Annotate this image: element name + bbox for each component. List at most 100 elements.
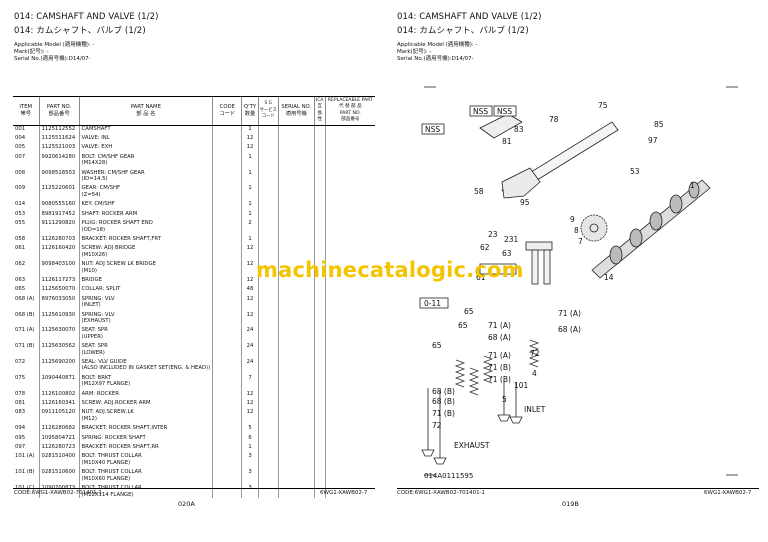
cell-ica — [313, 333, 326, 341]
label-95: 95 — [520, 198, 530, 207]
table-row: (M12X97 FLANGE) — [13, 381, 375, 388]
cell-code — [212, 191, 242, 199]
cell-replaceable — [324, 283, 375, 293]
diagram-serial-number: Serial No.(適用号機):D14/07- — [397, 56, 474, 62]
cell-part-no: 1125650070 — [38, 283, 80, 293]
cell-part-name: BOLT: THRUST COLLAR — [78, 450, 213, 460]
cell-serial — [277, 283, 315, 293]
cell-part-no: 1126280682 — [38, 422, 80, 432]
label-71b-1: 71 (B) — [488, 363, 511, 372]
cell-qty — [241, 475, 259, 483]
cell-part-no: 9098403100 — [38, 258, 80, 268]
parts-table: ITEM 帯号 PART NO. 部品番号 PART NAME 部 品 名 CO… — [13, 96, 375, 498]
cell-qty: 1 — [241, 150, 259, 161]
cell-sg — [257, 198, 279, 208]
cell-qty: 12 — [241, 141, 259, 151]
cell-qty: 12 — [241, 397, 259, 407]
cell-sg — [257, 141, 279, 151]
cell-part-name: BRACKET: ROCKER SHAFT,INTER — [78, 422, 213, 432]
cell-qty — [241, 491, 259, 498]
cell-ica — [313, 415, 326, 423]
cell-serial — [277, 397, 315, 407]
cam-lobe — [688, 181, 700, 199]
cell-replaceable — [324, 207, 375, 218]
cell-part-name: (OD=18) — [78, 226, 213, 233]
cell-sg — [257, 431, 279, 442]
cell-part-no — [38, 302, 80, 309]
cell-ica — [313, 226, 326, 233]
table-row: (M14X28) — [13, 160, 375, 167]
cell-replaceable — [324, 349, 375, 356]
label-5: 5 — [502, 395, 507, 404]
cell-serial — [277, 160, 315, 167]
cell-part-no: 0911105120 — [38, 406, 80, 416]
cell-part-name: BRACKET: ROCKER SHAFT,FRT — [78, 232, 213, 243]
cell-replaceable — [324, 371, 375, 382]
cell-code — [212, 207, 242, 218]
cell-qty: 12 — [241, 292, 259, 303]
cell-qty: 24 — [241, 324, 259, 334]
label-7: 7 — [578, 237, 583, 246]
cell-part-name: (M10X26) — [78, 251, 213, 259]
footer-rule — [13, 488, 375, 489]
valve-spring-drawing — [454, 359, 466, 388]
cell-item: 008 — [15, 169, 26, 176]
cell-replaceable — [324, 422, 375, 432]
cell-replaceable — [324, 176, 375, 183]
cell-item: 068 (B) — [15, 311, 35, 318]
cell-code — [212, 406, 242, 416]
cell-code — [212, 466, 242, 476]
cell-ica — [313, 308, 326, 318]
cell-qty — [241, 381, 259, 388]
cell-qty: 48 — [241, 283, 259, 293]
cell-serial — [277, 267, 315, 274]
cell-part-no: 1090440871 — [38, 371, 80, 382]
cell-part-name: SPRING: VLV — [78, 292, 213, 303]
cell-ica — [313, 191, 326, 199]
cell-code — [212, 198, 242, 208]
label-68a-1: 68 (A) — [488, 333, 511, 342]
table-row: (M10X60 FLANGE) — [13, 475, 375, 483]
cell-sg — [257, 349, 279, 356]
diagram-page-number: 019B — [562, 500, 579, 508]
label-71b-3: 71 (B) — [432, 409, 455, 418]
exhaust-valve-head — [421, 449, 435, 457]
cell-item: 009 — [15, 185, 26, 192]
cell-replaceable — [324, 258, 375, 268]
cell-qty — [241, 302, 259, 309]
cell-code — [212, 387, 242, 398]
cell-code — [212, 324, 242, 334]
valve-stem-drawing — [531, 249, 539, 285]
cell-code — [212, 381, 242, 388]
table-row: (M10X26) — [13, 251, 375, 259]
cell-item: 097 — [15, 444, 26, 451]
label-72-b: 72 — [432, 421, 442, 430]
cell-item: 075 — [15, 374, 26, 381]
cell-part-no: 1125521003 — [38, 141, 80, 151]
cell-serial — [277, 415, 315, 423]
cell-replaceable — [324, 381, 375, 388]
cell-replaceable — [324, 356, 375, 366]
header-part-no: PART NO. 部品番号 — [38, 96, 80, 126]
cell-sg — [257, 406, 279, 416]
label-68a-2: 68 (A) — [558, 325, 581, 334]
label-63: 63 — [502, 249, 512, 258]
callout-box — [479, 263, 517, 275]
cell-part-no — [38, 267, 80, 274]
header-code: CODE コード — [212, 96, 242, 126]
cell-part-name: SHAFT: ROCKER ARM — [78, 207, 213, 218]
cell-part-name: ARM: ROCKER — [78, 387, 213, 398]
cell-part-name: NUT: ADJ SCREW LK BRIDGE — [78, 258, 213, 268]
cell-part-name: KEY: CM/SHF — [78, 198, 213, 208]
cell-serial — [277, 308, 315, 318]
cell-sg — [257, 150, 279, 161]
label-231: 231 — [504, 235, 519, 244]
cell-code — [212, 258, 242, 268]
cell-sg — [257, 308, 279, 318]
cell-part-no — [38, 160, 80, 167]
cell-code — [212, 349, 242, 356]
label-65-a: 65 — [464, 307, 474, 316]
